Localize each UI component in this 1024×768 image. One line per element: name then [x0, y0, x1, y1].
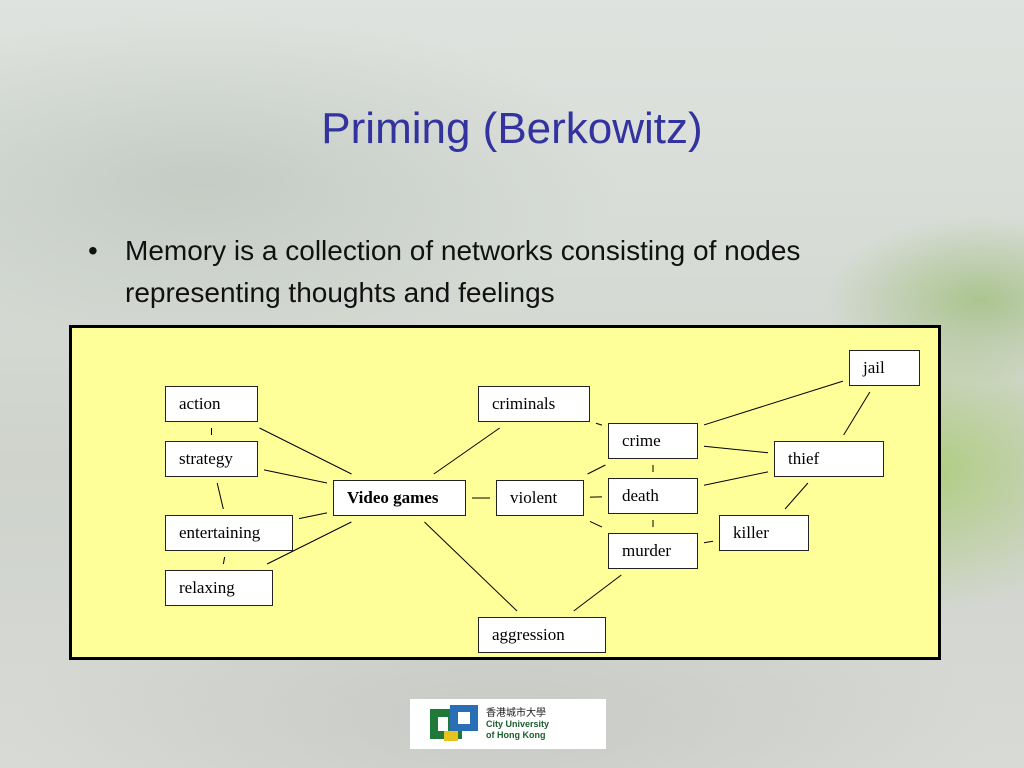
node-violent: violent	[496, 480, 584, 516]
edge-murder-aggression	[573, 574, 622, 612]
cityu-logo-icon	[430, 705, 478, 741]
edge-death-thief	[703, 471, 769, 486]
slide-title: Priming (Berkowitz)	[321, 104, 703, 153]
node-death: death	[608, 478, 698, 514]
node-jail: jail	[849, 350, 920, 386]
node-criminals: criminals	[478, 386, 590, 422]
edge-strategy-video-games	[263, 469, 328, 484]
node-strategy: strategy	[165, 441, 258, 477]
network-diagram: action strategy entertaining relaxing Vi…	[69, 325, 941, 660]
node-killer: killer	[719, 515, 809, 551]
node-murder: murder	[608, 533, 698, 569]
node-video-games: Video games	[333, 480, 466, 516]
edge-thief-killer	[784, 482, 809, 510]
logo-english-line1: City University	[486, 718, 550, 729]
edge-action-video-games	[259, 427, 352, 475]
node-relaxing: relaxing	[165, 570, 273, 606]
node-thief: thief	[774, 441, 884, 477]
edge-entertaining-video-games	[298, 512, 328, 520]
university-logo: 香港城市大學 City University of Hong Kong	[410, 699, 606, 749]
edge-relaxing-video-games	[266, 521, 352, 565]
edge-jail-thief	[843, 391, 871, 436]
bullet-text: Memory is a collection of networks consi…	[125, 235, 801, 308]
edge-strategy-entertaining	[216, 482, 224, 510]
edge-killer-murder	[703, 540, 714, 544]
edge-entertaining-relaxing	[222, 556, 226, 565]
edge-crime-jail	[703, 380, 844, 426]
node-crime: crime	[608, 423, 698, 459]
edge-criminals-crime	[595, 422, 603, 426]
edge-layer	[211, 380, 871, 612]
logo-chinese-name: 香港城市大學	[486, 707, 546, 719]
node-aggression: aggression	[478, 617, 606, 653]
edge-crime-thief	[703, 445, 769, 454]
edge-video-games-criminals	[433, 427, 500, 475]
logo-english-line2: of Hong Kong	[486, 729, 546, 740]
node-entertaining: entertaining	[165, 515, 293, 551]
edge-violent-murder	[589, 520, 603, 528]
node-action: action	[165, 386, 258, 422]
edge-violent-crime	[587, 464, 606, 475]
bullet-item: • Memory is a collection of networks con…	[88, 230, 868, 314]
bullet-marker: •	[88, 235, 98, 266]
edge-video-games-aggression	[424, 521, 518, 612]
